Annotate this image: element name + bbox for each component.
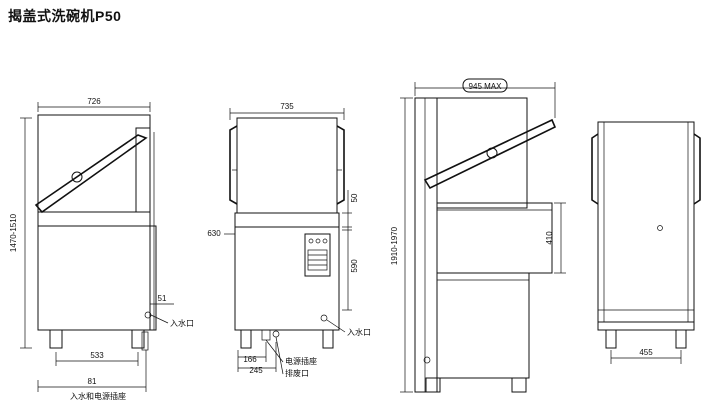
- v1-base-cabinet: [37, 225, 157, 331]
- v1-water-in-label: 入水口: [170, 318, 194, 328]
- v2-width-label: 735: [280, 102, 294, 111]
- v2-hood: [236, 117, 338, 214]
- v1-lever-knob: [71, 171, 83, 183]
- v3-945-label: 945 MAX: [469, 82, 503, 91]
- v1-51-label: 51: [158, 294, 167, 303]
- v2-control-knob-1: [308, 238, 314, 244]
- v3-foot-rear: [511, 377, 527, 393]
- view-front: 735 630 50 590 入水口 166 245 电源插座 排废口: [207, 102, 371, 378]
- view-side-closed: 726 1470-1510 51 入水口 533 81 入水和电源插座: [9, 97, 194, 401]
- v3-height-label: 1910-1970: [390, 226, 399, 265]
- v1-lever: [34, 134, 148, 214]
- v3-hood-raised: [436, 97, 528, 209]
- v2-590-label: 590: [350, 259, 359, 273]
- v4-handle-right: [693, 133, 701, 205]
- v1-height-label: 1470-1510: [9, 213, 18, 252]
- v1-tank-band: [37, 211, 151, 227]
- v2-socket: [261, 329, 271, 341]
- v1-hood-outline: [37, 114, 151, 213]
- v2-tank-band: [234, 212, 340, 228]
- v2-base-cabinet: [234, 226, 340, 331]
- v2-control-knob-3: [322, 238, 328, 244]
- v2-drain: [272, 330, 280, 338]
- v4-body: [597, 121, 695, 323]
- v1-socket-box: [141, 331, 149, 351]
- v4-455-label: 455: [639, 348, 653, 357]
- v3-410-label: 410: [545, 231, 554, 245]
- v2-control-panel: [304, 233, 331, 277]
- v3-lever: [423, 118, 557, 190]
- v3-column: [414, 97, 438, 393]
- v4-foot-right: [675, 329, 687, 349]
- v2-power-socket-label: 电源插座: [285, 356, 317, 366]
- v4-foot-left: [605, 329, 617, 349]
- v2-inlet-leader: [326, 319, 346, 333]
- v4-handle-left: [591, 133, 599, 205]
- v2-handle-right: [336, 125, 345, 205]
- v4-base-strip: [597, 321, 695, 331]
- v1-533-label: 533: [90, 351, 104, 360]
- v1-81-label: 81: [88, 377, 97, 386]
- view-rear: 455: [591, 121, 701, 364]
- v2-166-label: 166: [243, 355, 257, 364]
- v1-width-label: 726: [87, 97, 101, 106]
- v4-marker: [657, 225, 663, 231]
- v2-handle-left: [229, 125, 238, 205]
- v2-water-in-label: 入水口: [347, 327, 371, 337]
- v2-630-label: 630: [207, 229, 221, 238]
- v3-foot-front: [425, 377, 441, 393]
- v1-inlet-leader: [150, 314, 169, 324]
- v2-245-label: 245: [249, 366, 263, 375]
- v2-foot-right: [322, 329, 334, 349]
- v2-water-inlet: [320, 314, 328, 322]
- v2-foot-left: [240, 329, 252, 349]
- drawing-title: 揭盖式洗碗机P50: [8, 8, 122, 24]
- v1-water-power-label: 入水和电源插座: [70, 391, 126, 401]
- v3-945-box: [462, 78, 508, 93]
- v3-fitting: [423, 356, 431, 364]
- v3-lever-knob: [486, 147, 498, 159]
- v2-50-label: 50: [350, 193, 359, 202]
- v3-tank: [436, 202, 553, 274]
- view-side-open: 945 MAX 1910-1970 410: [390, 78, 566, 393]
- v1-foot-rear: [131, 329, 145, 349]
- v2-drain-label: 排废口: [285, 368, 309, 378]
- v3-base-cabinet: [436, 272, 530, 379]
- v1-foot-front: [49, 329, 63, 349]
- v2-control-knob-2: [315, 238, 321, 244]
